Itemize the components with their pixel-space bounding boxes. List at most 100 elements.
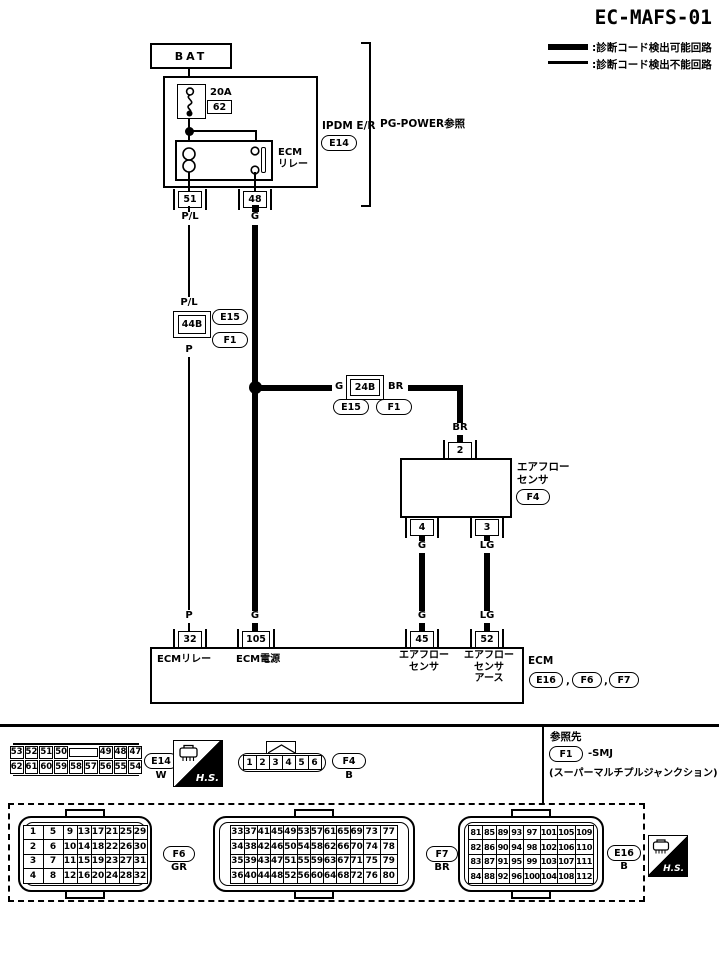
relay-name-line2: リレー: [278, 158, 308, 170]
pin-cell: 42: [256, 839, 272, 855]
pin-cell: 71: [349, 853, 364, 869]
hs-badge-2: H.S.: [648, 835, 688, 877]
wire-stub-45: [419, 623, 425, 631]
reference-detail: (スーパーマルチプルジャンクション): [549, 768, 718, 779]
wire-stub-51: [188, 206, 190, 212]
pin-cell: 58: [69, 760, 83, 774]
ipdm-connector-ref: E14: [321, 135, 357, 151]
pin-cell: 23: [104, 853, 120, 869]
pin-cell: 58: [309, 839, 325, 855]
pin-cell: 13: [76, 824, 92, 840]
pin-cell: 100: [522, 868, 541, 884]
pin-cell: 49: [98, 745, 113, 759]
pin-cell: 110: [574, 839, 594, 855]
reference-title: 参照先: [550, 731, 582, 743]
pin-cell: 75: [362, 853, 381, 869]
pin-105: 105: [235, 629, 277, 650]
pin-cell: 70: [349, 839, 364, 855]
pin-cell: 67: [336, 853, 351, 869]
pin-cell: 33: [230, 824, 245, 840]
pin-cell: 74: [362, 839, 381, 855]
ecm-pin45-name-line2: センサ: [409, 661, 439, 673]
wire-branch-horizontal: [189, 130, 257, 132]
wire-color-g-3: G: [335, 381, 344, 392]
relay-blade-icon: [261, 147, 266, 173]
ecm-connector-e16: E16: [529, 672, 563, 688]
pin-cell: 26: [118, 839, 134, 855]
pin-cell: 90: [495, 839, 511, 855]
pin-cell: 81: [468, 824, 484, 840]
pin-cell: 91: [495, 853, 511, 869]
f7-view-color: BR: [434, 862, 450, 873]
pin-cell: 49: [283, 824, 298, 840]
pin-cell: 60: [309, 868, 325, 884]
pin-cell: 99: [522, 853, 541, 869]
wire-g-sensor-run: [419, 553, 425, 611]
junction-24b: 24B: [350, 379, 380, 396]
pin-cell: 60: [39, 760, 54, 774]
pin-45: 45: [403, 629, 441, 650]
f7-tab-bottom: [294, 890, 334, 899]
pin-cell: 105: [556, 824, 576, 840]
pin-cell: 17: [90, 824, 106, 840]
pin-cell: 29: [132, 824, 148, 840]
pin-cell: 62: [322, 839, 338, 855]
pin-cell: 8: [42, 868, 64, 884]
pin-4: 4: [403, 517, 441, 538]
pin-cell: 41: [256, 824, 272, 840]
wire-color-pl-1: P/L: [181, 211, 199, 222]
pin-cell: 94: [509, 839, 524, 855]
f7-tab-top: [294, 809, 334, 818]
pin-cell: 35: [230, 853, 245, 869]
pin-cell: 63: [322, 853, 338, 869]
pin-cell: 6: [42, 839, 64, 855]
pin-4-number: 4: [410, 519, 434, 536]
pin-cell: 102: [539, 839, 558, 855]
wire-br-down: [457, 384, 463, 423]
pin-cell: 106: [556, 839, 576, 855]
wire-color-br-2: BR: [452, 422, 468, 433]
legend-thick-line-swatch: [548, 44, 588, 50]
pin-cell: 5: [294, 755, 309, 770]
wire-lg-sensor-run: [484, 553, 490, 611]
pin-cell: 76: [362, 868, 381, 884]
pin-cell: 112: [574, 868, 594, 884]
wire-color-p-2: P: [185, 610, 193, 621]
pin-cell: 3: [268, 755, 283, 770]
pin-cell: 7: [42, 853, 64, 869]
ecm-pin45-name-line1: エアフロー: [399, 650, 449, 661]
pin-32-number: 32: [178, 631, 202, 648]
pin-cell: 24: [104, 868, 120, 884]
pin-cell: 107: [556, 853, 576, 869]
maf-name-line2: センサ: [517, 474, 549, 486]
wire-stub-105: [252, 623, 258, 631]
f4-latch: [266, 741, 296, 755]
pin-cell: 32: [132, 868, 148, 884]
pin-cell: 88: [482, 868, 497, 884]
pin-cell: 36: [230, 868, 245, 884]
reference-divider: [542, 727, 544, 803]
pin-cell: 51: [283, 853, 298, 869]
pin-cell: 30: [132, 839, 148, 855]
pin-cell: 93: [509, 824, 524, 840]
pin-cell: 57: [83, 760, 98, 774]
pin-105-number: 105: [242, 631, 270, 648]
pin-cell: 54: [128, 760, 143, 774]
pin-cell: 46: [269, 839, 285, 855]
pin-cell: 78: [379, 839, 398, 855]
pin-cell: 68: [336, 868, 351, 884]
e14-view-color: W: [155, 770, 167, 781]
hs-badge-1: H.S.: [173, 740, 223, 787]
pin-cell: 39: [243, 853, 258, 869]
e16-view-ref: E16: [607, 845, 641, 861]
f6-view-ref: F6: [163, 846, 195, 862]
pin-cell: 61: [24, 760, 39, 774]
wire-stub-48: [251, 205, 259, 212]
maf-connector-ref: F4: [516, 489, 550, 505]
wire-color-g-2: G: [250, 610, 260, 621]
pin-cell: 48: [269, 868, 285, 884]
ecm-box: [150, 647, 524, 704]
